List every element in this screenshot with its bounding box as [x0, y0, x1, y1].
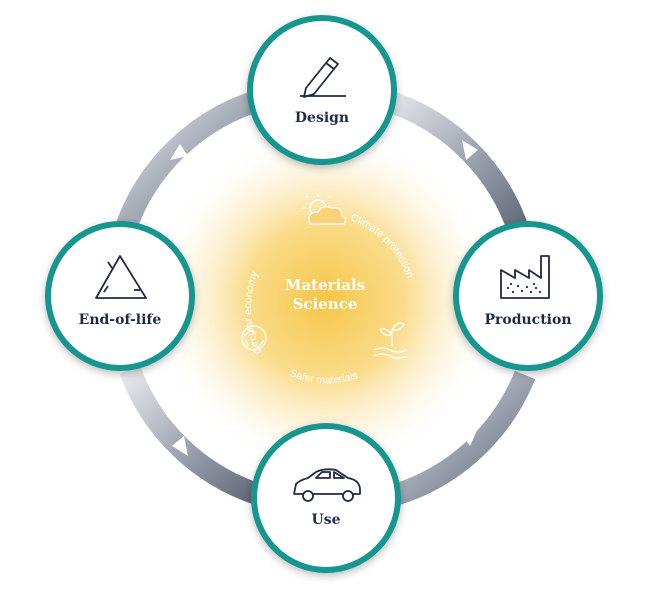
node-use-label: Use [311, 512, 341, 528]
factory-icon [500, 255, 550, 299]
center-title: Materials Science [250, 276, 400, 314]
car-icon [293, 468, 361, 502]
pencil-icon [300, 57, 346, 98]
node-design-label: Design [294, 110, 350, 126]
arrow-notches [170, 140, 478, 456]
arrow-notch-bottomleft [172, 436, 188, 456]
center-title-line2: Science [292, 295, 358, 313]
arrow-notch-topleft [170, 144, 188, 160]
seedling-icon [373, 322, 407, 359]
node-use [251, 423, 401, 573]
arc-production-to-use [391, 370, 536, 506]
center-glow [150, 125, 500, 475]
node-end-of-life-label: End-of-life [78, 312, 162, 328]
node-end-of-life [45, 221, 195, 371]
arrow-notch-bottomright [460, 428, 478, 446]
node-design [247, 15, 397, 165]
arrow-notch-topright [462, 140, 478, 160]
sun-cloud-icon [302, 194, 347, 225]
recycle-triangle-icon [95, 255, 147, 299]
arc-endoflife-to-design [114, 89, 264, 234]
node-production [453, 221, 603, 371]
center-title-line1: Materials [284, 276, 366, 294]
node-production-label: Production [484, 312, 572, 328]
recycle-globe-icon [241, 325, 267, 351]
